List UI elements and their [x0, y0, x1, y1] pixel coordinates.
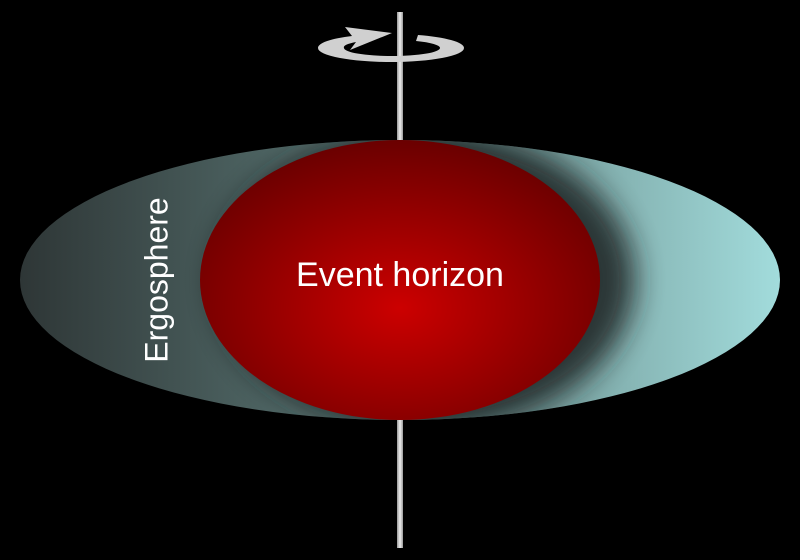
rotation-arrow-icon [317, 27, 464, 62]
event-horizon-label: Event horizon [296, 256, 504, 294]
ergosphere-label: Ergosphere [138, 197, 175, 363]
event-horizon [200, 140, 600, 420]
